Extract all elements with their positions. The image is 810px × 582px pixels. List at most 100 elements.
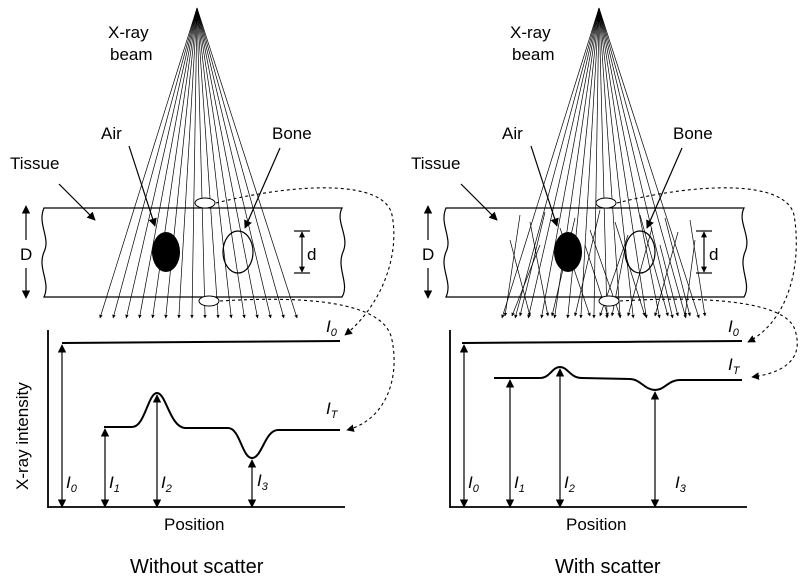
bone-label: Bone bbox=[673, 124, 713, 143]
bone-object bbox=[624, 230, 656, 274]
scatter-ray bbox=[574, 209, 601, 317]
beam-ray bbox=[598, 7, 648, 319]
beam-ray bbox=[598, 7, 687, 319]
scatter-ray bbox=[627, 227, 653, 317]
curve-i0 bbox=[461, 340, 743, 344]
arrow-label-i2: I2 bbox=[161, 473, 172, 495]
beam-ray bbox=[177, 7, 198, 319]
air-pointer bbox=[530, 145, 559, 227]
xray-beam-rays bbox=[99, 7, 298, 319]
object-size-label: d bbox=[307, 245, 316, 264]
arrow-label-i3: I3 bbox=[257, 471, 269, 493]
curve-it bbox=[104, 391, 340, 460]
beam-ray bbox=[540, 7, 600, 319]
air-label: Air bbox=[101, 124, 122, 143]
x-axis-label: Position bbox=[164, 515, 224, 534]
tissue-pointer bbox=[58, 183, 96, 221]
beam-ray bbox=[196, 7, 207, 319]
dashed-link-it bbox=[619, 298, 798, 380]
sample-ellipse-bottom bbox=[598, 295, 620, 307]
dashed-link-it bbox=[219, 298, 395, 432]
beam-ray bbox=[598, 7, 661, 319]
scatter-ray bbox=[503, 214, 521, 317]
scatter-ray bbox=[639, 214, 669, 317]
beam-ray bbox=[138, 7, 198, 319]
object-size-label: d bbox=[709, 245, 718, 264]
beam-ray bbox=[196, 7, 233, 319]
beam-ray bbox=[501, 7, 600, 319]
panel-caption: Without scatter bbox=[130, 556, 264, 578]
beam-ray bbox=[514, 7, 600, 319]
dashed-link-i0 bbox=[215, 187, 395, 336]
scatter-ray bbox=[509, 239, 531, 317]
curve-label-it: IT bbox=[728, 355, 741, 377]
scatter-ray bbox=[664, 217, 691, 317]
air-pointer bbox=[128, 145, 157, 227]
beam-ray bbox=[592, 7, 600, 319]
sample-ellipse-top bbox=[595, 197, 617, 209]
xray-beam-rays bbox=[501, 7, 700, 319]
arrow-label-i0: I0 bbox=[468, 473, 480, 495]
beam-ray bbox=[579, 7, 600, 319]
dashed-link-i0 bbox=[616, 187, 797, 343]
scatter-ray bbox=[659, 244, 679, 317]
scatter-ray bbox=[529, 221, 550, 317]
tissue-pointer bbox=[460, 183, 498, 221]
thickness-label: D bbox=[20, 245, 32, 264]
y-axis-label: X-ray intensity bbox=[13, 382, 32, 490]
arrow-label-i0: I0 bbox=[66, 473, 78, 495]
beam-ray bbox=[125, 7, 198, 319]
beam-label-line1: X-ray bbox=[108, 23, 149, 42]
beam-ray bbox=[598, 7, 635, 319]
curve-label-i0: I0 bbox=[326, 317, 338, 339]
beam-ray bbox=[598, 7, 609, 319]
beam-ray bbox=[196, 7, 298, 319]
bone-object bbox=[222, 230, 254, 274]
beam-ray bbox=[598, 7, 700, 319]
sample-ellipse-top bbox=[194, 197, 216, 209]
curve-i0 bbox=[61, 340, 341, 344]
beam-ray bbox=[196, 7, 272, 319]
air-label: Air bbox=[502, 124, 523, 143]
beam-ray bbox=[598, 7, 622, 319]
tissue-slab bbox=[443, 207, 748, 298]
beam-ray bbox=[190, 7, 198, 319]
curve-it bbox=[494, 365, 742, 392]
beam-label-line2: beam bbox=[110, 45, 153, 64]
air-pocket bbox=[554, 232, 582, 272]
beam-ray bbox=[527, 7, 600, 319]
beam-ray bbox=[196, 7, 259, 319]
beam-ray bbox=[196, 7, 220, 319]
bone-pointer bbox=[244, 147, 281, 229]
beam-ray bbox=[196, 7, 285, 319]
x-axis-label: Position bbox=[566, 515, 626, 534]
bone-pointer bbox=[646, 147, 683, 229]
scatter-ray bbox=[511, 244, 541, 317]
scatter-ray bbox=[654, 231, 679, 317]
panel-without-scatter: X-ray beam Air Bone Tissue D d X-ray int… bbox=[10, 7, 395, 578]
curve-label-i0: I0 bbox=[728, 317, 740, 339]
beam-ray bbox=[151, 7, 198, 319]
beam-ray bbox=[196, 7, 246, 319]
sample-ellipse-bottom bbox=[198, 295, 220, 307]
tissue-label: Tissue bbox=[10, 154, 59, 173]
beam-ray bbox=[598, 7, 674, 319]
beam-label-line1: X-ray bbox=[510, 23, 551, 42]
panel-with-scatter: X-ray beam Air Bone Tissue D d Position … bbox=[411, 7, 798, 578]
tissue-slab bbox=[41, 207, 346, 298]
scatter-ray bbox=[689, 219, 707, 317]
beam-label-line2: beam bbox=[512, 45, 555, 64]
arrow-label-i1: I1 bbox=[109, 473, 120, 495]
thickness-label: D bbox=[422, 245, 434, 264]
arrow-label-i2: I2 bbox=[564, 473, 575, 495]
bone-label: Bone bbox=[272, 124, 312, 143]
panel-caption: With scatter bbox=[555, 556, 661, 578]
arrow-label-i1: I1 bbox=[514, 473, 525, 495]
scatter-ray bbox=[683, 239, 696, 317]
tissue-label: Tissue bbox=[411, 154, 460, 173]
air-pocket bbox=[152, 232, 180, 272]
beam-ray bbox=[112, 7, 198, 319]
curve-label-it: IT bbox=[326, 399, 339, 421]
arrow-label-i3: I3 bbox=[675, 473, 687, 495]
